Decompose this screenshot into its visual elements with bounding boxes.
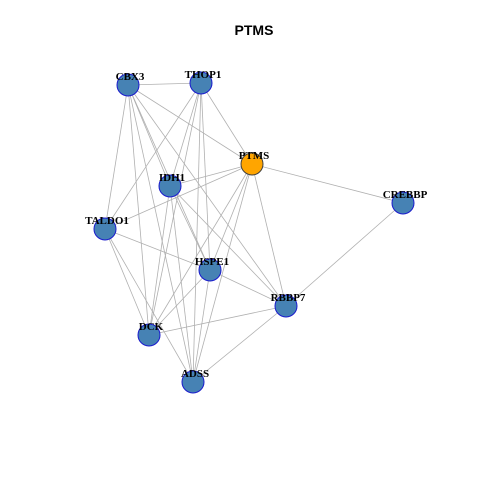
edge-ptms-idh1 [169,163,253,187]
edge-idh1-rbbp7 [169,185,287,307]
graph-title: PTMS [235,22,274,38]
node-label-crebbp: CREBBP [383,189,428,201]
node-hspe1 [198,258,222,282]
node-label-idh1: IDH1 [159,172,185,184]
edge-taldo1-adss [104,228,194,383]
edge-ptms-adss [192,163,253,383]
edge-idh1-dck [148,185,171,336]
edge-thop1-dck [148,82,202,336]
node-idh1 [158,174,182,198]
node-label-cbx3: CBX3 [116,71,145,83]
node-dck [137,323,161,347]
edge-cbx3-dck [127,84,150,336]
edge-taldo1-dck [104,228,150,336]
node-layer [93,71,415,394]
node-adss [181,370,205,394]
edge-thop1-ptms [200,82,253,165]
node-rbbp7 [274,294,298,318]
edge-cbx3-idh1 [127,84,171,187]
edge-cbx3-thop1 [127,82,202,86]
node-label-rbbp7: RBBP7 [271,292,306,304]
edge-cbx3-rbbp7 [127,84,287,307]
edge-hspe1-dck [148,269,211,336]
node-label-ptms: PTMS [239,150,270,162]
node-label-hspe1: HSPE1 [195,256,229,268]
edge-ptms-hspe1 [209,163,253,271]
node-cbx3 [116,73,140,97]
edge-crebbp-rbbp7 [285,202,404,307]
node-label-adss: ADSS [181,368,209,380]
edge-cbx3-ptms [127,84,253,165]
edge-thop1-taldo1 [104,82,202,230]
node-thop1 [189,71,213,95]
node-crebbp [391,191,415,215]
node-taldo1 [93,217,117,241]
edge-rbbp7-dck [148,305,287,336]
edge-taldo1-hspe1 [104,228,211,271]
edge-cbx3-taldo1 [104,84,129,230]
edge-hspe1-adss [192,269,211,383]
edge-idh1-adss [169,185,194,383]
node-label-taldo1: TALDO1 [85,215,129,227]
edge-thop1-idh1 [169,82,202,187]
edge-ptms-rbbp7 [251,163,287,307]
edge-hspe1-rbbp7 [209,269,287,307]
edge-thop1-adss [192,82,202,383]
node-ptms [240,152,264,176]
edge-cbx3-adss [127,84,194,383]
edge-ptms-taldo1 [104,163,253,230]
node-label-thop1: THOP1 [185,69,222,81]
edge-ptms-crebbp [251,163,404,204]
edge-idh1-hspe1 [169,185,211,271]
node-label-dck: DCK [139,321,164,333]
edge-rbbp7-adss [192,305,287,383]
edge-layer [104,82,404,383]
